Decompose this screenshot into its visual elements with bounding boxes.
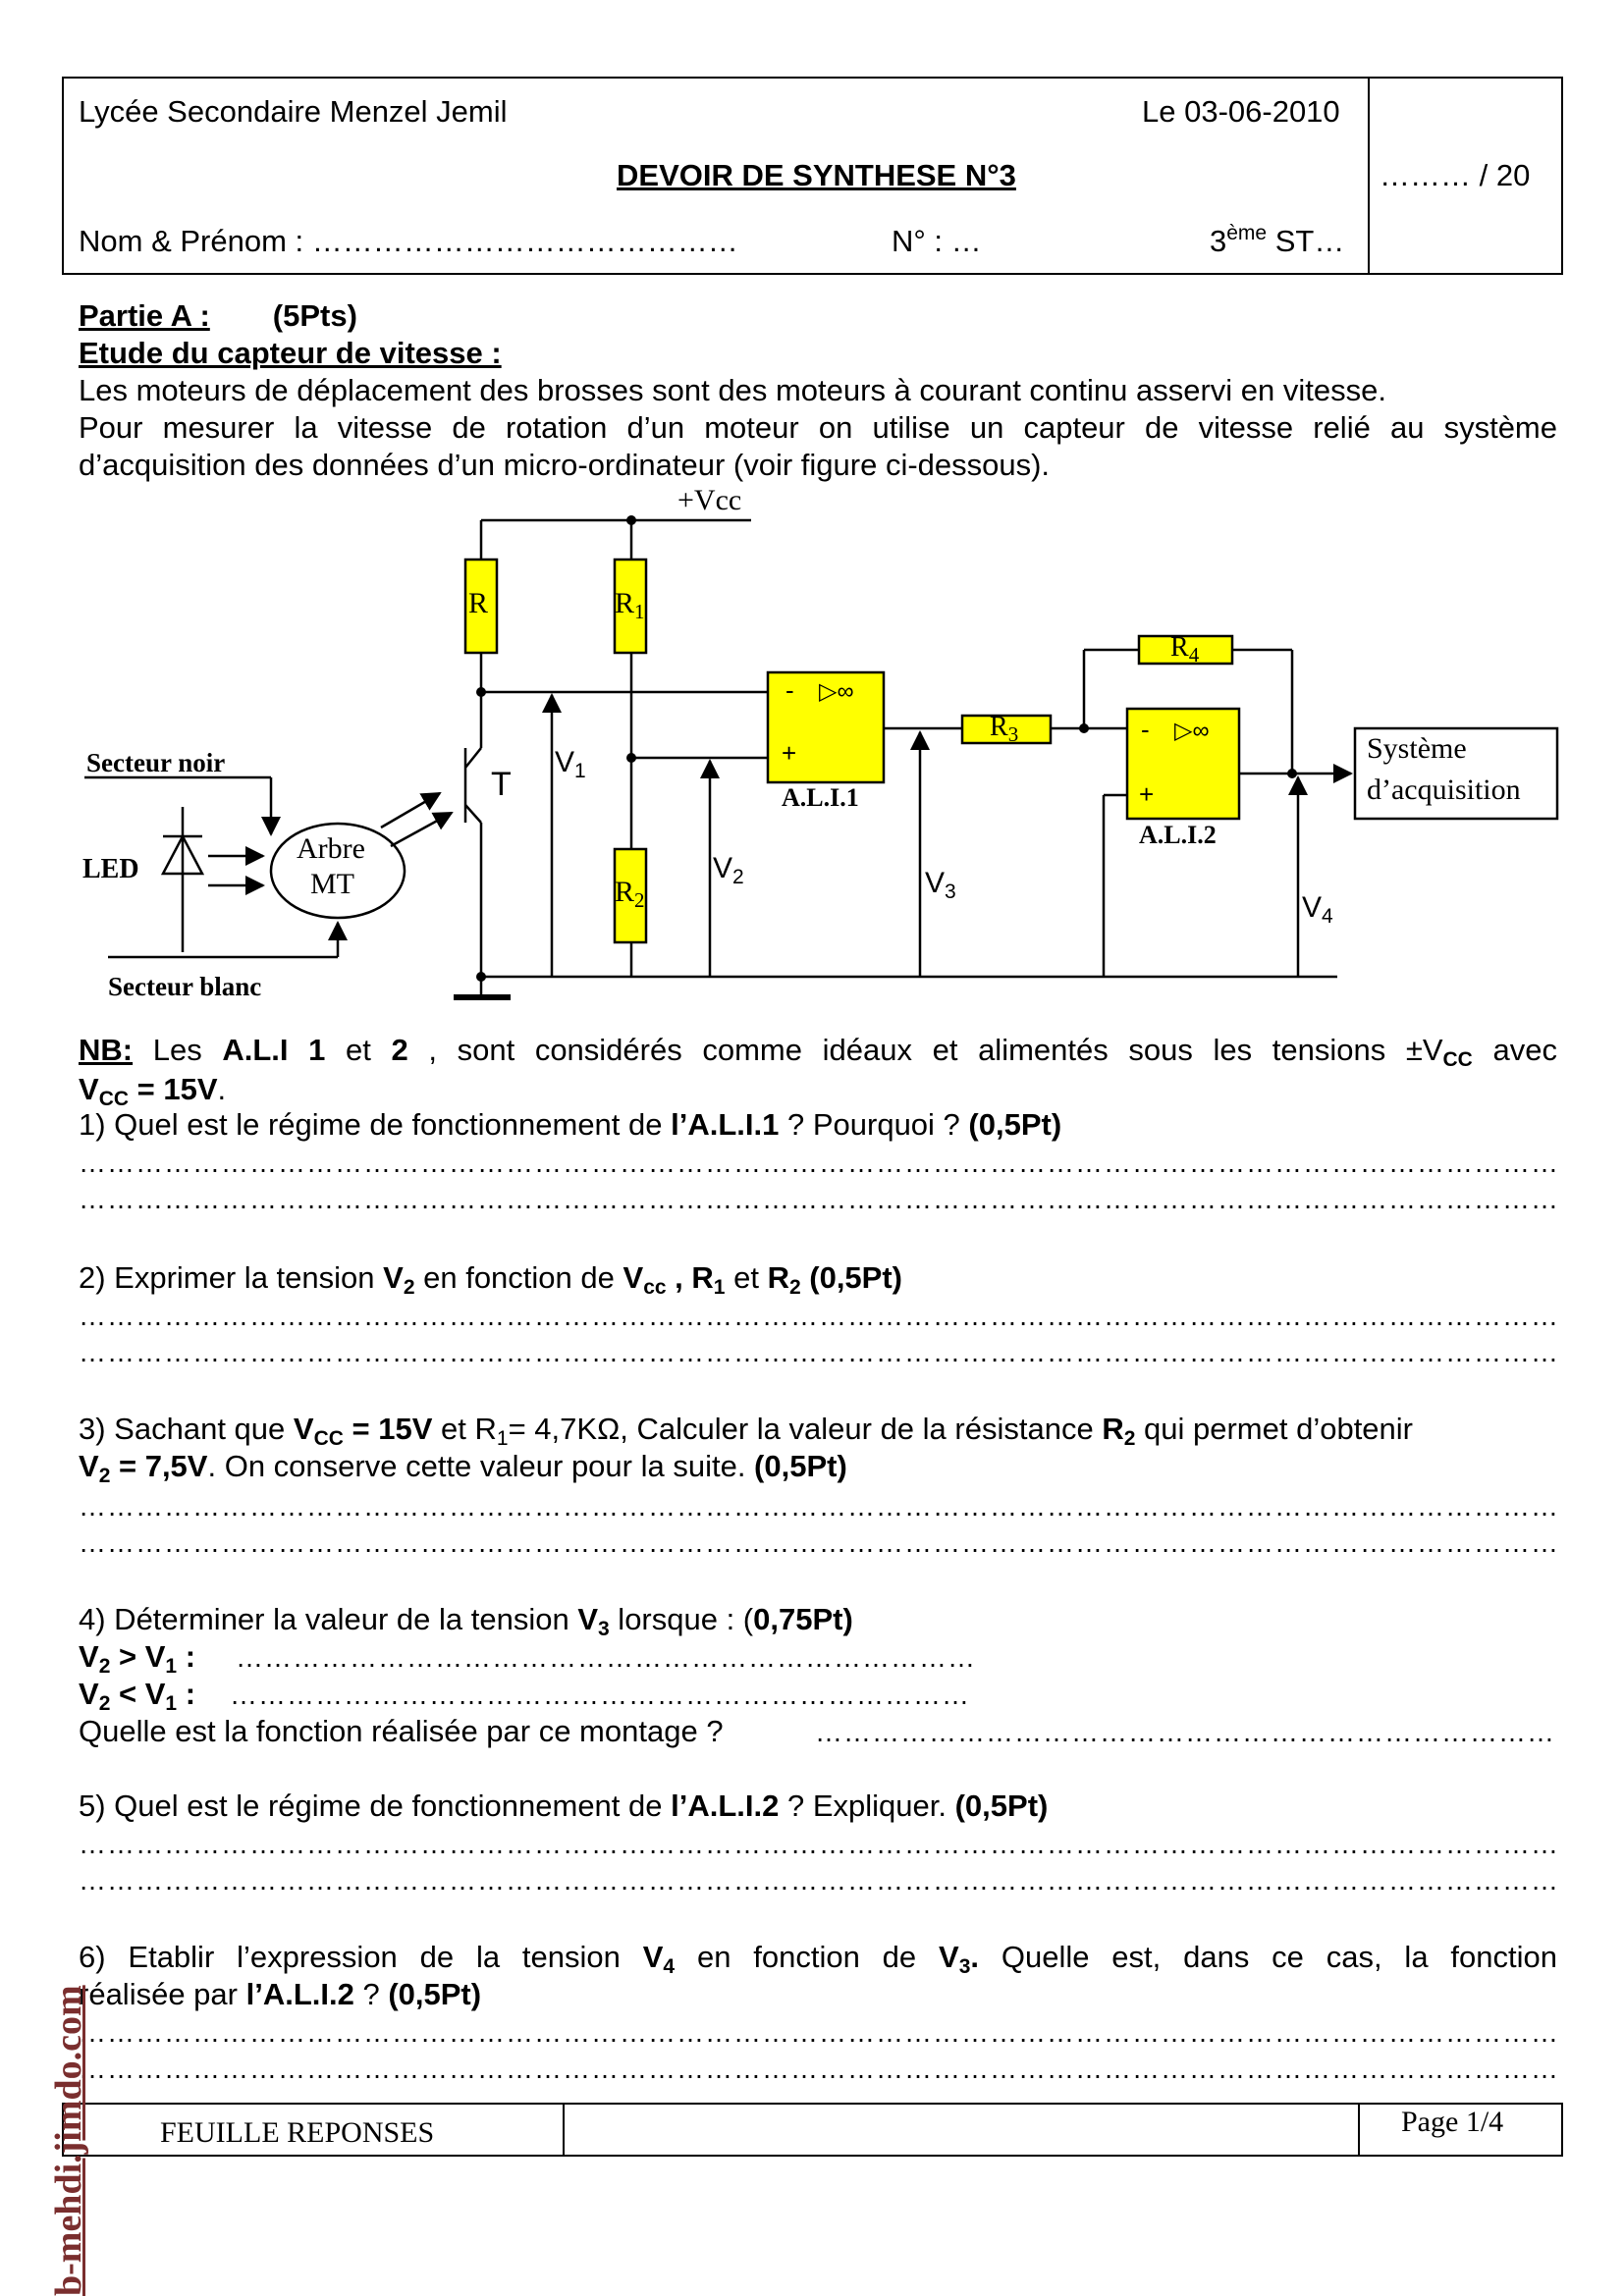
part-subtitle: Etude du capteur de vitesse :	[79, 336, 502, 370]
question-3-line-2: V2 = 7,5V. On conserve cette valeur pour…	[79, 1449, 847, 1487]
question-5: 5) Quel est le régime de fonctionnement …	[79, 1789, 1049, 1823]
r2-label: R2	[615, 876, 645, 912]
answer-1b[interactable]: ……………………………………………………………………………………………………………	[79, 1185, 1557, 1214]
ali2-plus: +	[1139, 779, 1155, 809]
answer-1a[interactable]: ……………………………………………………………………………………………………………	[79, 1148, 1557, 1178]
answer-3b[interactable]: ……………………………………………………………………………………………………………	[79, 1528, 1557, 1558]
class-field[interactable]: 3ème ST…	[1210, 222, 1345, 258]
secteur-blanc-label: Secteur blanc	[108, 972, 262, 1001]
exam-title: DEVOIR DE SYNTHESE N°3	[617, 158, 1016, 192]
ali1-minus: -	[785, 675, 794, 705]
v1-label: V1	[555, 746, 586, 782]
r1-label: R1	[615, 587, 645, 623]
ali1-plus: +	[782, 738, 797, 768]
answer-3a[interactable]: ……………………………………………………………………………………………………………	[79, 1492, 1557, 1522]
ali1-label: A.L.I.1	[782, 783, 859, 812]
intro-line-1: Les moteurs de déplacement des brosses s…	[79, 373, 1386, 407]
v4-label: V4	[1302, 891, 1333, 928]
intro-line-2: Pour mesurer la vitesse de rotation d’un…	[79, 410, 1557, 445]
ali2-minus: -	[1141, 715, 1150, 744]
number-field[interactable]: N° : …	[892, 224, 982, 258]
header-box	[62, 77, 1563, 275]
answer-6a[interactable]: ……………………………………………………………………………………………………………	[79, 2018, 1557, 2048]
answer-2b[interactable]: ……………………………………………………………………………………………………………	[79, 1338, 1557, 1367]
secteur-noir-label: Secteur noir	[86, 748, 226, 777]
mt-label: MT	[310, 868, 354, 900]
nb-line-2: VCC = 15V.	[79, 1072, 227, 1110]
question-6-line-1: 6) Etablir l’expression de la tension V4…	[79, 1940, 1557, 1978]
ali2-label: A.L.I.2	[1139, 821, 1217, 849]
footer-label: FEUILLE REPONSES	[160, 2116, 435, 2149]
question-4: 4) Déterminer la valeur de la tension V3…	[79, 1602, 853, 1640]
footer-divider-2	[1358, 2103, 1360, 2157]
question-6-line-2: réalisée par l’A.L.I.2 ? (0,5Pt)	[79, 1977, 482, 2011]
v2-label: V2	[713, 852, 744, 888]
answer-4c[interactable]: ……………………………………………………………………………………………………………	[815, 1718, 1557, 1747]
r4-label: R4	[1170, 632, 1200, 667]
school-name: Lycée Secondaire Menzel Jemil	[79, 94, 508, 129]
part-title: Partie A :(5Pts)	[79, 298, 357, 333]
question-4-function: Quelle est la fonction réalisée par ce m…	[79, 1714, 724, 1748]
question-2: 2) Exprimer la tension V2 en fonction de…	[79, 1260, 902, 1299]
system-label-2: d’acquisition	[1367, 774, 1521, 806]
ali1-symbol: ▷∞	[819, 678, 854, 705]
intro-line-3: d’acquisition des données d’un micro-ord…	[79, 448, 1051, 482]
question-4-case-2: V2 < V1 :	[79, 1677, 196, 1715]
led-label: LED	[82, 854, 139, 884]
footer-box	[62, 2103, 1563, 2157]
exam-date: Le 03-06-2010	[1142, 94, 1340, 129]
name-field[interactable]: Nom & Prénom : ……………………………………	[79, 224, 738, 258]
answer-5a[interactable]: ……………………………………………………………………………………………………………	[79, 1830, 1557, 1859]
v3-label: V3	[925, 867, 956, 903]
transistor-label: T	[491, 766, 512, 803]
circuit-diagram	[84, 515, 1559, 1000]
answer-2a[interactable]: ……………………………………………………………………………………………………………	[79, 1302, 1557, 1331]
arbre-label: Arbre	[297, 832, 365, 865]
header-divider	[1368, 77, 1370, 275]
answer-6b[interactable]: ……………………………………………………………………………………………………………	[79, 2055, 1557, 2084]
r3-label: R3	[990, 712, 1019, 746]
answer-5b[interactable]: ……………………………………………………………………………………………………………	[79, 1866, 1557, 1896]
question-3-line-1: 3) Sachant que VCC = 15V et R1= 4,7KΩ, C…	[79, 1412, 1413, 1450]
question-4-case-1: V2 > V1 :	[79, 1639, 196, 1678]
answer-4a[interactable]: ……………………………………………………………………………………	[236, 1643, 972, 1673]
nb-line-1: NB: Les A.L.I 1 et 2 , sont considérés c…	[79, 1033, 1557, 1071]
question-1: 1) Quel est le régime de fonctionnement …	[79, 1107, 1062, 1142]
footer-divider-1	[563, 2103, 565, 2157]
system-label-1: Système	[1367, 732, 1467, 765]
vcc-label: +Vcc	[677, 484, 742, 516]
page-number: Page 1/4	[1401, 2106, 1504, 2138]
watermark: b-mehdi.jimdo.com	[48, 1985, 89, 2296]
r-label: R	[468, 587, 489, 619]
score-field[interactable]: ……… / 20	[1380, 158, 1531, 192]
answer-4b[interactable]: ……………………………………………………………………………………	[230, 1681, 968, 1710]
ali2-symbol: ▷∞	[1174, 718, 1210, 744]
